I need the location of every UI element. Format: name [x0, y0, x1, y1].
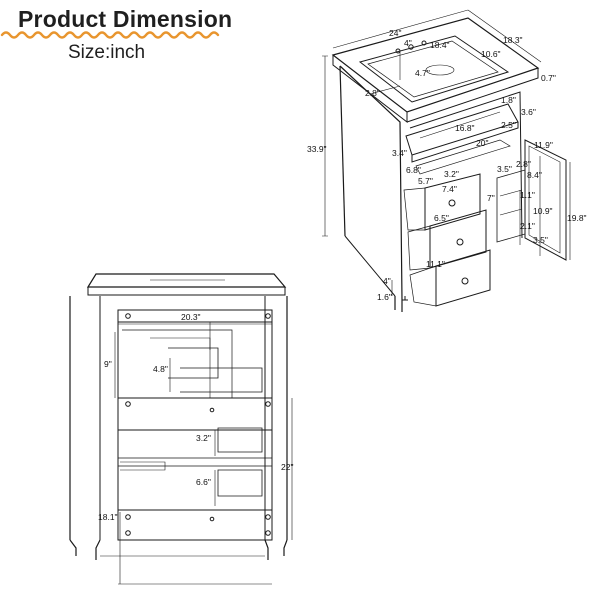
front-cabinet-view: [69, 273, 293, 585]
title-underline-squiggle: [0, 31, 220, 39]
dim-faucet-spacing: 4": [404, 38, 412, 48]
dim-side-panel-height: 19.8": [567, 213, 587, 223]
dim-side-panel-top: 11.9": [534, 140, 553, 150]
top-view-dimension-labels: 24" 18.3" 4" 18.4" 10.6" 0.7" 4.7" 2.8" …: [307, 28, 587, 302]
dim-pullout-gap: 2.5": [501, 120, 516, 130]
dim-drawer-small-a: 3.5": [497, 164, 512, 174]
dim-drawer-depth-a: 8.4": [527, 170, 542, 180]
dim-drawer-bottom-gap: 2.1": [520, 221, 535, 231]
isometric-vanity-view: [322, 9, 571, 312]
dim-lower-drawer-width: 11.1": [426, 259, 445, 269]
dim-counter-thickness: 0.7": [541, 73, 556, 83]
dim-lower-width: 18.1": [98, 512, 118, 522]
dim-apron: 1.8": [501, 95, 516, 105]
dim-cabinet-inner-depth: 20": [476, 138, 488, 148]
dim-pullout-width: 16.8": [455, 123, 475, 133]
dim-drawer-offset: 3.2": [444, 169, 459, 179]
dim-drawer-front-height: 3.6": [521, 107, 536, 117]
dim-overall-depth: 18.3": [503, 35, 523, 45]
dim-basin-depth: 10.6": [481, 49, 501, 59]
dim-left-gap: 3.4": [392, 148, 407, 158]
dim-pullout-height: 4.8": [153, 364, 168, 374]
dim-drawer-bottom-depth: 3.5": [533, 235, 548, 245]
dim-drawer-inner-height: 10.9": [533, 206, 553, 216]
front-view-dimension-labels: 20.3" 9" 4.8" 3.2" 6.6" 22" 18.1": [98, 312, 293, 522]
dim-overall-width: 24": [389, 28, 401, 38]
page-title: Product Dimension: [18, 6, 233, 32]
dim-leg-width: 1.6": [377, 292, 392, 302]
dim-basin-width: 18.4": [430, 40, 450, 50]
dim-basin-offset: 4.7": [415, 68, 430, 78]
dim-drawer-small-b: 2.8": [516, 159, 531, 169]
dim-drawer-width-b: 7.4": [442, 184, 457, 194]
dim-drawer-height: 6.5": [434, 213, 449, 223]
dim-drawer-side: 7": [487, 193, 495, 203]
dim-lower-height: 6.6": [196, 477, 211, 487]
dim-cabinet-height: 22": [281, 462, 293, 472]
dim-overall-height: 33.9": [307, 144, 327, 154]
dim-upper-height: 9": [104, 359, 112, 369]
dim-drawer-width-a: 5.7": [418, 176, 433, 186]
dim-shelf-depth: 6.8": [406, 165, 421, 175]
size-unit-label: Size:inch: [68, 42, 146, 63]
dim-drawer-rail: 1.1": [520, 190, 535, 200]
dim-basin-side: 2.8": [365, 88, 380, 98]
dim-leg-height: 4": [383, 276, 391, 286]
dim-shelf-height: 3.2": [196, 433, 211, 443]
dim-inner-width: 20.3": [181, 312, 201, 322]
